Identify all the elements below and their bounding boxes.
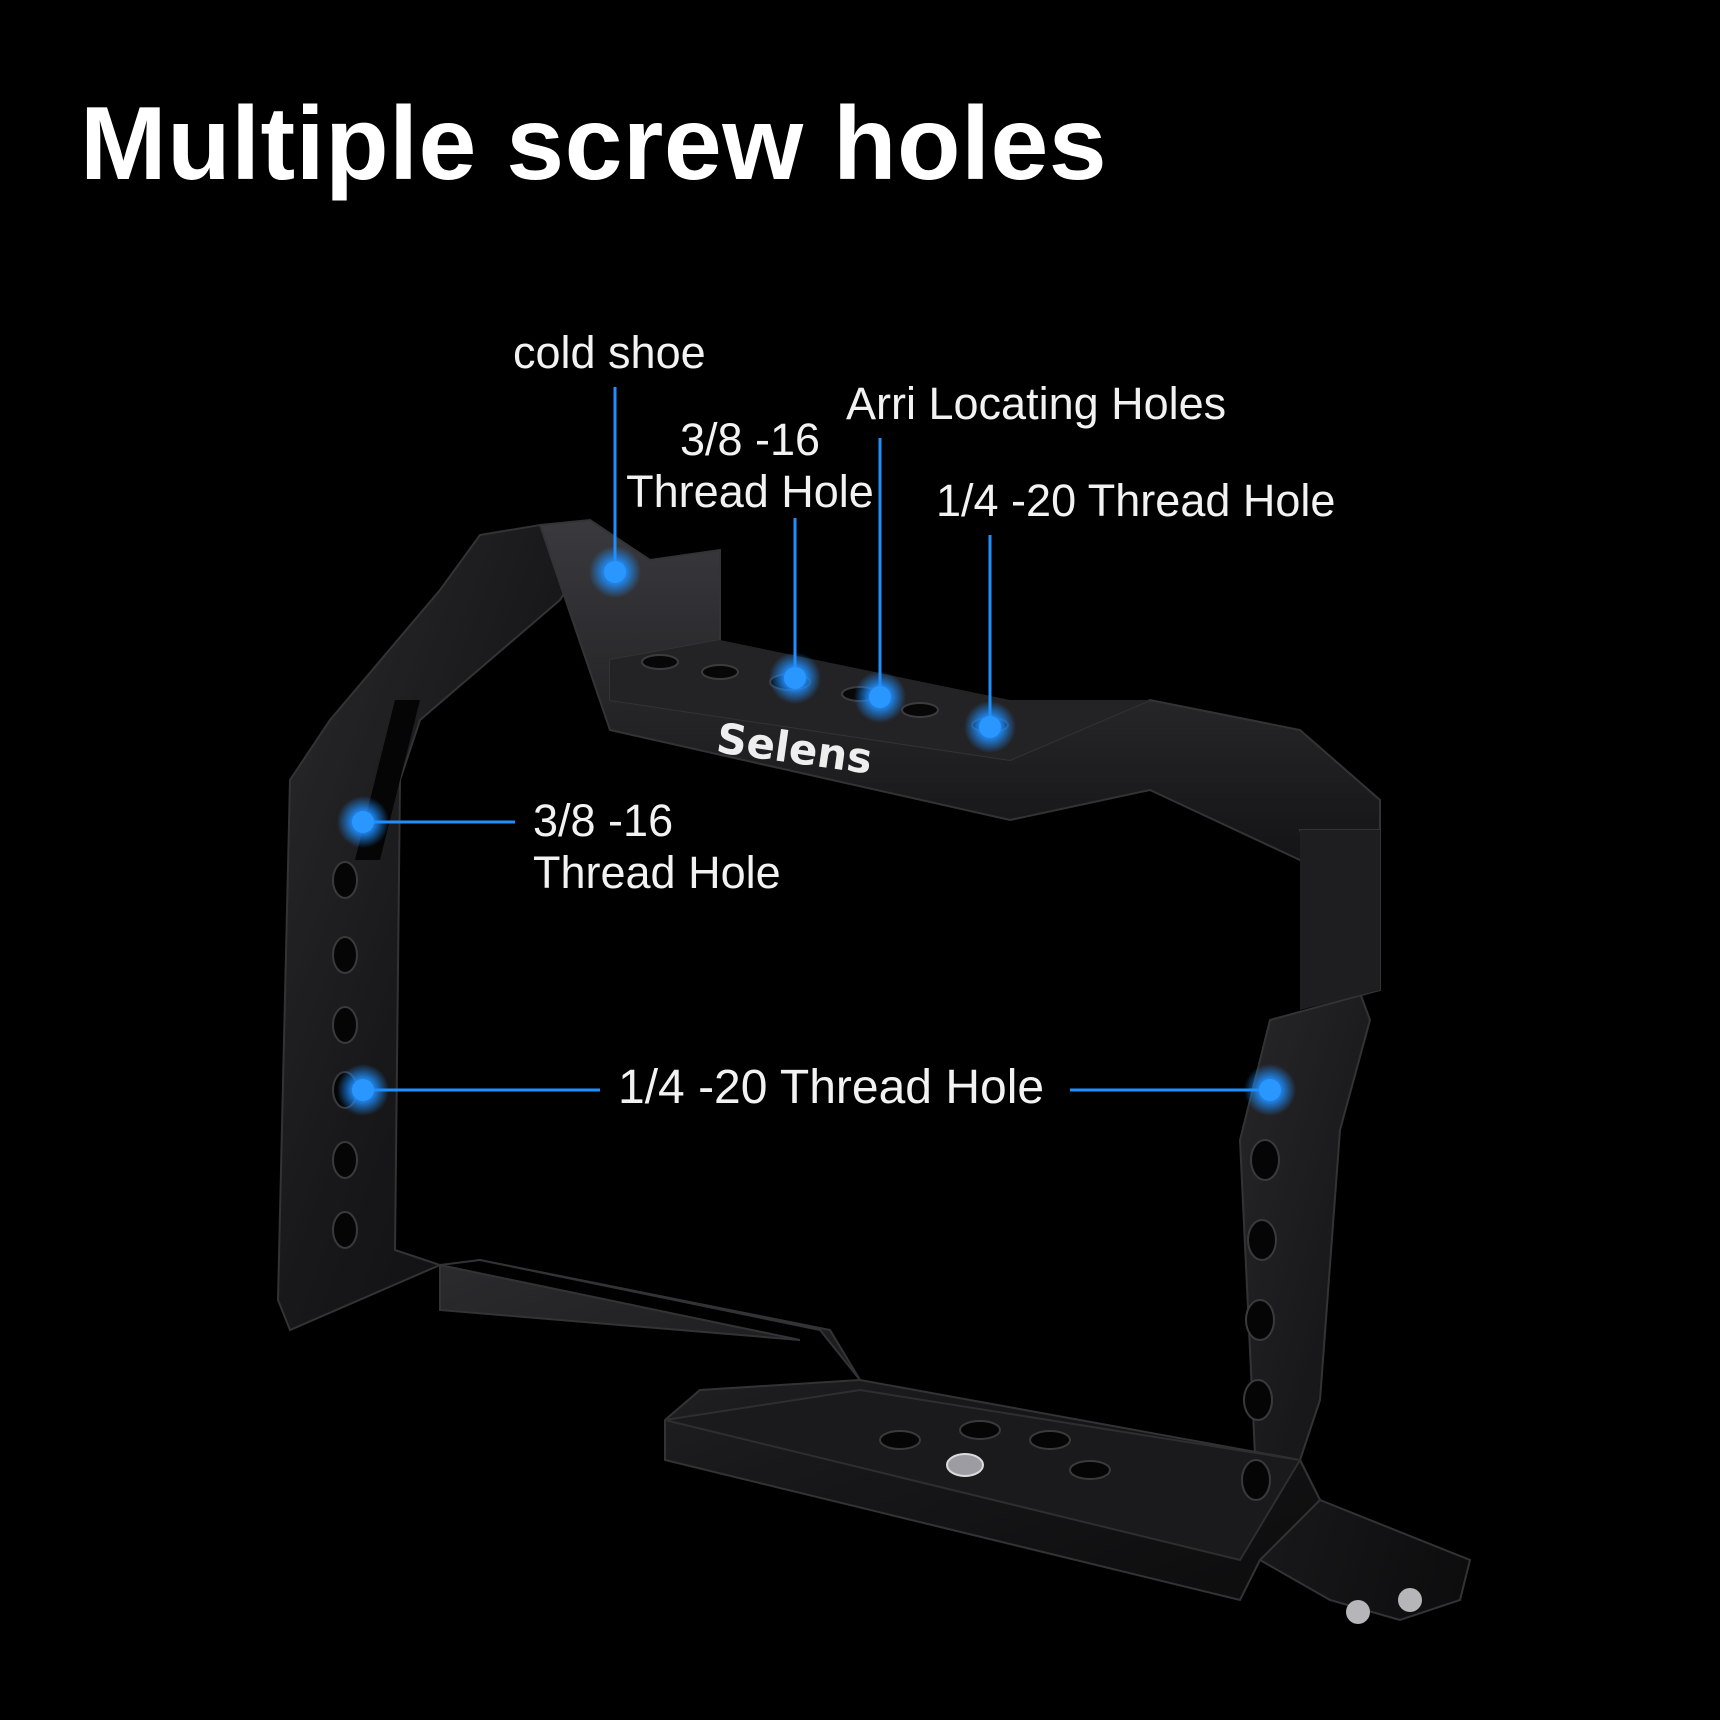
page-title: Multiple screw holes: [80, 86, 1108, 202]
cage-right-arm: [1238, 829, 1472, 1622]
label-arri-locating-holes: Arri Locating Holes: [846, 378, 1227, 429]
label-top-14-thread-hole: 1/4 -20 Thread Hole: [936, 475, 1336, 526]
cage-left-arm: [276, 523, 587, 1332]
label-side-38-thread-hole: 3/8 -16 Thread Hole: [533, 795, 781, 898]
label-top-38-thread-hole: 3/8 -16 Thread Hole: [626, 414, 874, 517]
label-side-14-thread-hole: 1/4 -20 Thread Hole: [618, 1061, 1045, 1114]
label-cold-shoe: cold shoe: [513, 327, 706, 378]
highlight-dots: [337, 546, 1296, 1116]
